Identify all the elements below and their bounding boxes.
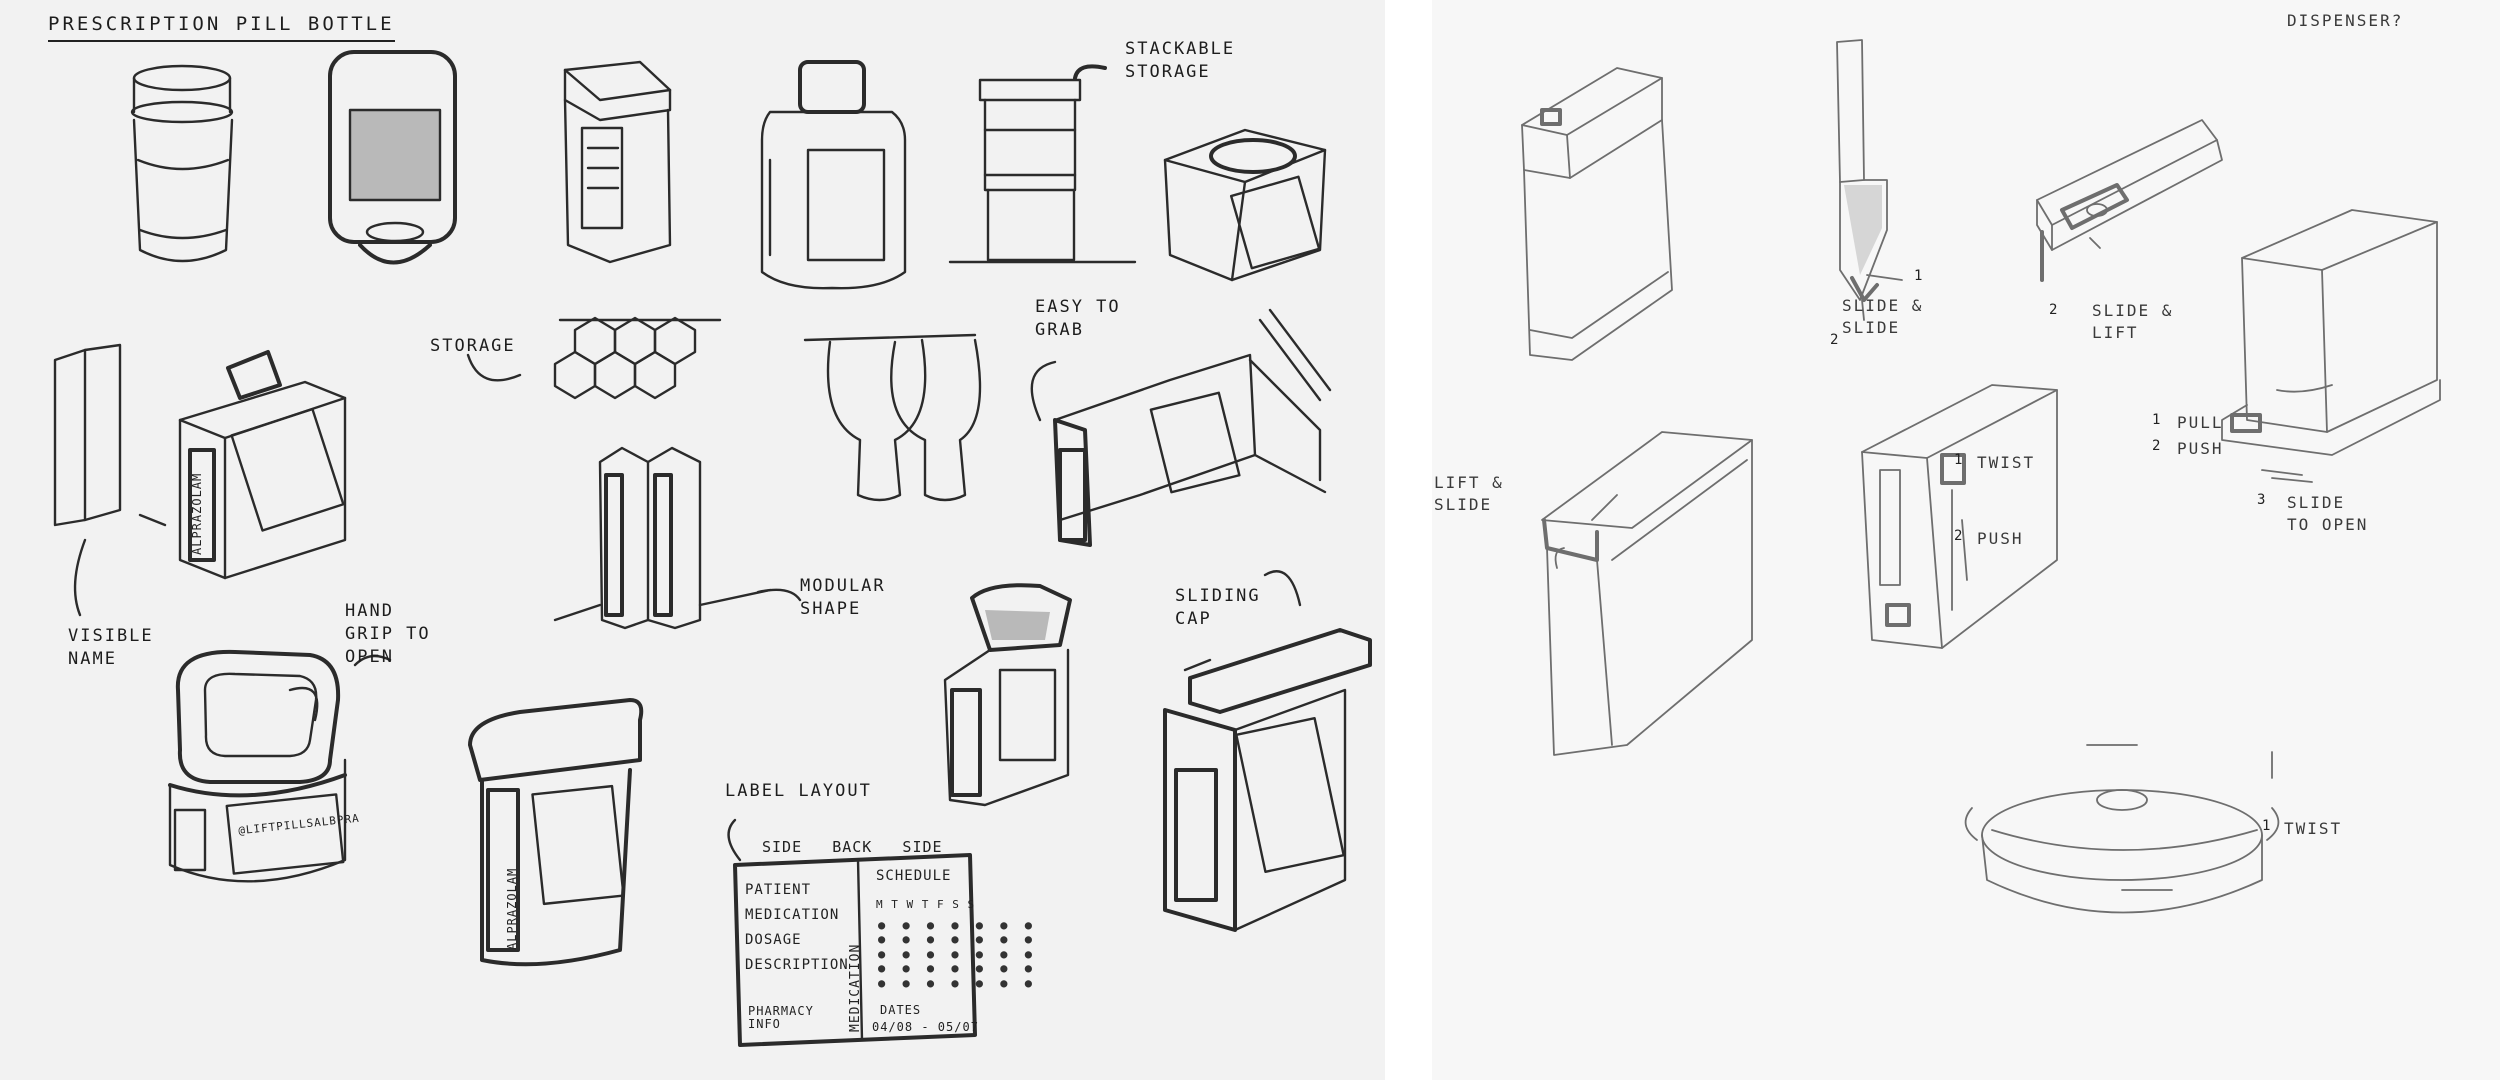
sketch-sliding-cap [1163, 628, 1372, 932]
label-field-dosage: DOSAGE [745, 932, 802, 948]
label-field-medication: MEDICATION [745, 907, 840, 923]
step-number-1: 1 [1914, 268, 1924, 284]
sketch-twin-bottles [803, 333, 982, 502]
sketch-rounded-box [468, 698, 644, 967]
sketch-grab-box [1053, 308, 1332, 547]
note-easy-to-grab: EASY TO GRAB [1035, 297, 1121, 340]
step-number-4: 1 [2152, 412, 2162, 428]
note-lift-and-slide: LIFT & SLIDE [1434, 473, 1504, 514]
label-days: M T W T F S S [876, 898, 976, 911]
note-push: PUSH [2177, 439, 2224, 458]
sketch-name-panels [53, 343, 122, 527]
label-dates: 04/08 - 05/07 [872, 1020, 979, 1034]
bottle-drug-name-2: ALPRAZOLAM [505, 867, 519, 950]
sketch-bent-bottle [943, 583, 1072, 807]
label-field-patient: PATIENT [745, 882, 812, 898]
left-sketches [53, 50, 1372, 1047]
step-number-9: 1 [2262, 818, 2272, 834]
note-push-2: PUSH [1977, 529, 2024, 548]
right-arrows [1554, 230, 2313, 891]
note-sliding-cap: SLIDING CAP [1175, 586, 1261, 629]
sketch-round-jar [130, 64, 234, 263]
sketch-label-card [733, 853, 977, 1047]
sheet-title: PRESCRIPTION PILL BOTTLE [48, 12, 395, 42]
sketch-box-round-lid [1163, 128, 1327, 282]
note-label-layout: LABEL LAYOUT [725, 781, 872, 801]
step-number-3: 2 [2049, 302, 2059, 318]
sketch-pull-push-dispenser [2221, 209, 2441, 456]
label-field-description: DESCRIPTION [745, 957, 849, 973]
sketch-modular-bottles [553, 446, 772, 630]
note-slide-and-slide: SLIDE & SLIDE [1842, 296, 1924, 337]
left-sketch-sheet: PRESCRIPTION PILL BOTTLE STACKABLE STORA… [0, 0, 1385, 1080]
note-stackable-storage: STACKABLE STORAGE [1125, 39, 1236, 82]
bottle-drug-name: ALPRAZOLAM [190, 472, 204, 555]
sketch-box-flip [178, 350, 347, 580]
note-visible-name: VISIBLE NAME [68, 626, 154, 669]
sketch-hexagon-storage [553, 316, 722, 400]
sketch-stackable [948, 78, 1137, 264]
note-slide-to-open: SLIDE TO OPEN [2287, 493, 2369, 534]
note-modular-shape: MODULAR SHAPE [800, 576, 886, 619]
note-pull: PULL [2177, 413, 2224, 432]
sketch-round-twist [1981, 789, 2263, 914]
label-vertical-medication: MEDICATION [848, 943, 863, 1032]
note-hand-grip: HAND GRIP TO OPEN [345, 601, 431, 667]
label-pharmacy-info: PHARMACY INFO [748, 1004, 814, 1032]
sketch-hand-grip [168, 649, 347, 883]
note-storage: STORAGE [430, 336, 516, 356]
sketch-slide-lift [2036, 119, 2223, 251]
sketch-flip-bottle [328, 50, 457, 265]
label-schedule: SCHEDULE [876, 868, 952, 884]
right-sketch-sheet: DISPENSER? SLIDE & SLIDE SLIDE & LIFT PU… [1432, 0, 2500, 1080]
right-sketches [1521, 39, 2441, 914]
note-slide-and-lift: SLIDE & LIFT [2092, 301, 2174, 342]
sketch-slide-slide [1836, 39, 1888, 321]
step-number-6: 3 [2257, 492, 2267, 508]
step-number-2: 2 [1830, 332, 1840, 348]
sketch-capped-bottle [760, 60, 907, 290]
step-number-5: 2 [2152, 438, 2162, 454]
sketch-twist-push-box [1861, 384, 2058, 649]
step-number-8: 2 [1954, 528, 1964, 544]
note-twist-2: TWIST [2284, 819, 2343, 838]
label-schedule-dots: ● ● ● ● ● ● ● ● ● ● ● ● ● ● ● ● ● ● ● ● … [878, 918, 1037, 990]
sketch-lift-slide-box [1541, 431, 1753, 756]
note-dispenser: DISPENSER? [2287, 11, 2404, 30]
sketch-wedge-bottle [563, 60, 672, 264]
sketch-tall-dispenser [1521, 67, 1673, 361]
label-dates-title: DATES [880, 1003, 922, 1017]
left-arrows [73, 64, 1302, 862]
note-twist: TWIST [1977, 453, 2036, 472]
label-header: SIDE BACK SIDE [762, 838, 943, 856]
step-number-7: 1 [1954, 452, 1964, 468]
